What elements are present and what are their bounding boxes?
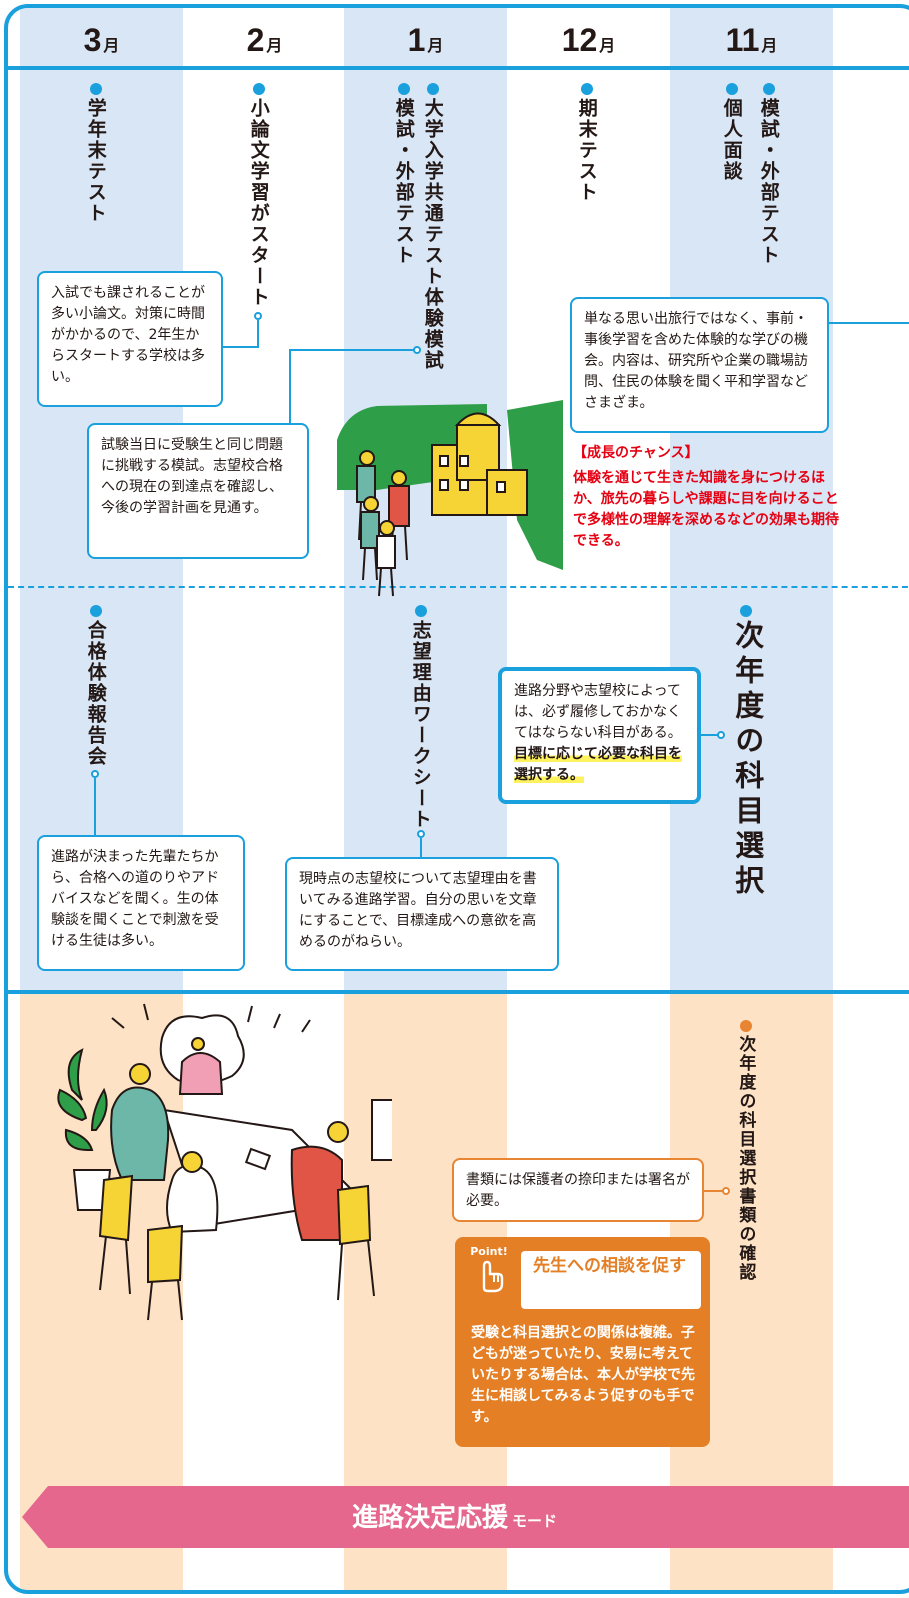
connector-line [420,838,422,858]
event-nov-subject-documents: 次年度の科目選択書類の確認 [735,1035,756,1282]
essay-note-box: 入試でも課されることが多い小論文。対策に時間がかかるので、2年生からスタートする… [37,271,223,407]
connector-line [257,320,259,347]
subject-note-box: 進路分野や志望校によっては、必ず履修しておかなくてはならない科目がある。目標に応… [498,667,701,804]
mode-banner-title: 進路決定応援 [351,1503,508,1533]
event-dot [90,83,102,95]
connector-dot [722,1187,730,1195]
event-dot [726,83,738,95]
section-divider [8,990,909,994]
connector-dot [91,770,99,778]
event-dot [427,83,439,95]
event-jan-mock-external: 模試・外部テスト [392,98,415,266]
event-dot [763,83,775,95]
mode-banner-text: 進路決定応援モード [0,1497,909,1534]
mode-banner-sub: モード [512,1512,558,1530]
point-badge: Point! [463,1245,515,1303]
chance-title: 【成長のチャンス】 [573,445,699,461]
trip-note-box: 単なる思い出旅行ではなく、事前・事後学習を含めた体験的な学びの機会。内容は、研究… [570,297,829,433]
subject-note-highlight: 目標に応じて必要な科目を選択する。 [514,746,682,783]
event-feb-essay-start: 小論文学習がスタート [247,98,270,308]
point-body: 受験と科目選択との関係は複雑。子どもが迷っていたり、安易に考えていたりする場合は… [471,1325,695,1425]
event-dec-final-test: 期末テスト [575,98,598,203]
point-badge-label: Point! [470,1245,508,1258]
connector-dot [417,830,425,838]
connector-dot [717,731,725,739]
event-dot [581,83,593,95]
point-card: Point! 先生への相談を促す 受験と科目選択との関係は複雑。子どもが迷ってい… [455,1237,710,1447]
dashed-divider [8,586,909,588]
event-nov-interview: 個人面談 [720,98,743,182]
mock-note-box: 試験当日に受験生と同じ問題に挑戦する模試。志望校合格への現在の到達点を確認し、今… [87,423,309,559]
event-nov-next-subjects: 次年度の科目選択 [730,620,765,900]
event-dot [253,83,265,95]
connector-line [700,734,718,736]
event-dot [90,605,102,617]
meeting-illustration [57,1003,392,1321]
point-heading: 先生への相談を促す [521,1251,701,1309]
report-note-box: 進路が決まった先輩たちから、合格への道のりやアドバイスなどを聞く。生の体験談を聞… [37,835,245,971]
connector-line [94,778,96,836]
connector-dot [254,312,262,320]
event-march-term-test: 学年末テスト [84,98,107,224]
chance-body: 体験を通じて生きた知識を身につけるほか、旅先の暮らしや課題に目を向けることで多様… [573,470,839,549]
subject-note-lead: 進路分野や志望校によっては、必ず履修しておかなくてはならない科目がある。 [514,683,682,741]
hand-pointer-icon [482,1260,504,1293]
event-dot [740,605,752,617]
connector-line [289,349,291,424]
connector-line [222,346,259,348]
school-trip-illustration [337,400,563,597]
worksheet-note-box: 現時点の志望校について志望理由を書いてみる進路学習。自分の思いを文章にすることで… [285,857,559,971]
column-march-lower [20,8,183,1590]
documents-note-box: 書類には保護者の捺印または署名が必要。 [452,1158,704,1222]
event-jan-motivation-worksheet: 志望理由ワークシート [409,620,432,830]
mode-banner [22,1486,909,1548]
event-nov-mock-external: 模試・外部テスト [757,98,780,266]
event-march-success-report: 合格体験報告会 [84,620,107,767]
event-dot [398,83,410,95]
connector-line [829,322,909,324]
event-dot [740,1020,752,1032]
event-jan-common-test-mock: 大学入学共通テスト体験模試 [421,98,444,371]
connector-line [703,1190,723,1192]
connector-line [290,349,415,351]
event-dot [415,605,427,617]
